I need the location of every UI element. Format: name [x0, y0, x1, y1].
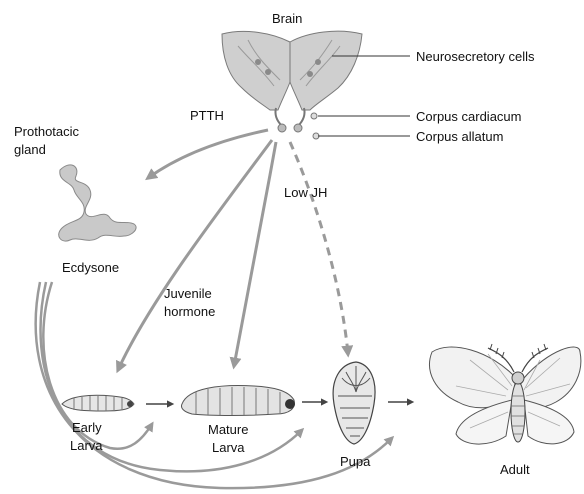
- ptth-label: PTTH: [190, 108, 224, 123]
- prothoracic-gland-illustration: [59, 165, 136, 241]
- brain-label: Brain: [272, 11, 302, 26]
- juvenile-hormone-to-mature-larva-arrow: [234, 142, 276, 366]
- prothoracic-gland-label-line1: Prothotacic: [14, 124, 80, 139]
- juvenile-hormone-label-line2: hormone: [164, 304, 215, 319]
- low-jh-label: Low JH: [284, 185, 327, 200]
- low-jh-dashed-arrow: [290, 142, 348, 354]
- pupa-label: Pupa: [340, 454, 371, 469]
- adult-label: Adult: [500, 462, 530, 477]
- early-larva-label-line1: Early: [72, 420, 102, 435]
- prothoracic-gland-label-line2: gland: [14, 142, 46, 157]
- juvenile-hormone-to-early-larva-arrow: [118, 140, 272, 370]
- brain-illustration: [222, 31, 362, 139]
- pupa-illustration: [333, 362, 375, 444]
- juvenile-hormone-label-line1: Juvenile: [164, 286, 212, 301]
- corpus-allatum-label: Corpus allatum: [416, 129, 503, 144]
- ecdysone-label: Ecdysone: [62, 260, 119, 275]
- adult-moth-illustration: [430, 344, 581, 444]
- mature-larva-label-line2: Larva: [212, 440, 245, 455]
- early-larva-label-line2: Larva: [70, 438, 103, 453]
- mature-larva-illustration: [181, 386, 295, 416]
- early-larva-illustration: [62, 395, 134, 411]
- corpus-cardiacum-label: Corpus cardiacum: [416, 109, 522, 124]
- neurosecretory-cells-label: Neurosecretory cells: [416, 49, 535, 64]
- mature-larva-label-line1: Mature: [208, 422, 248, 437]
